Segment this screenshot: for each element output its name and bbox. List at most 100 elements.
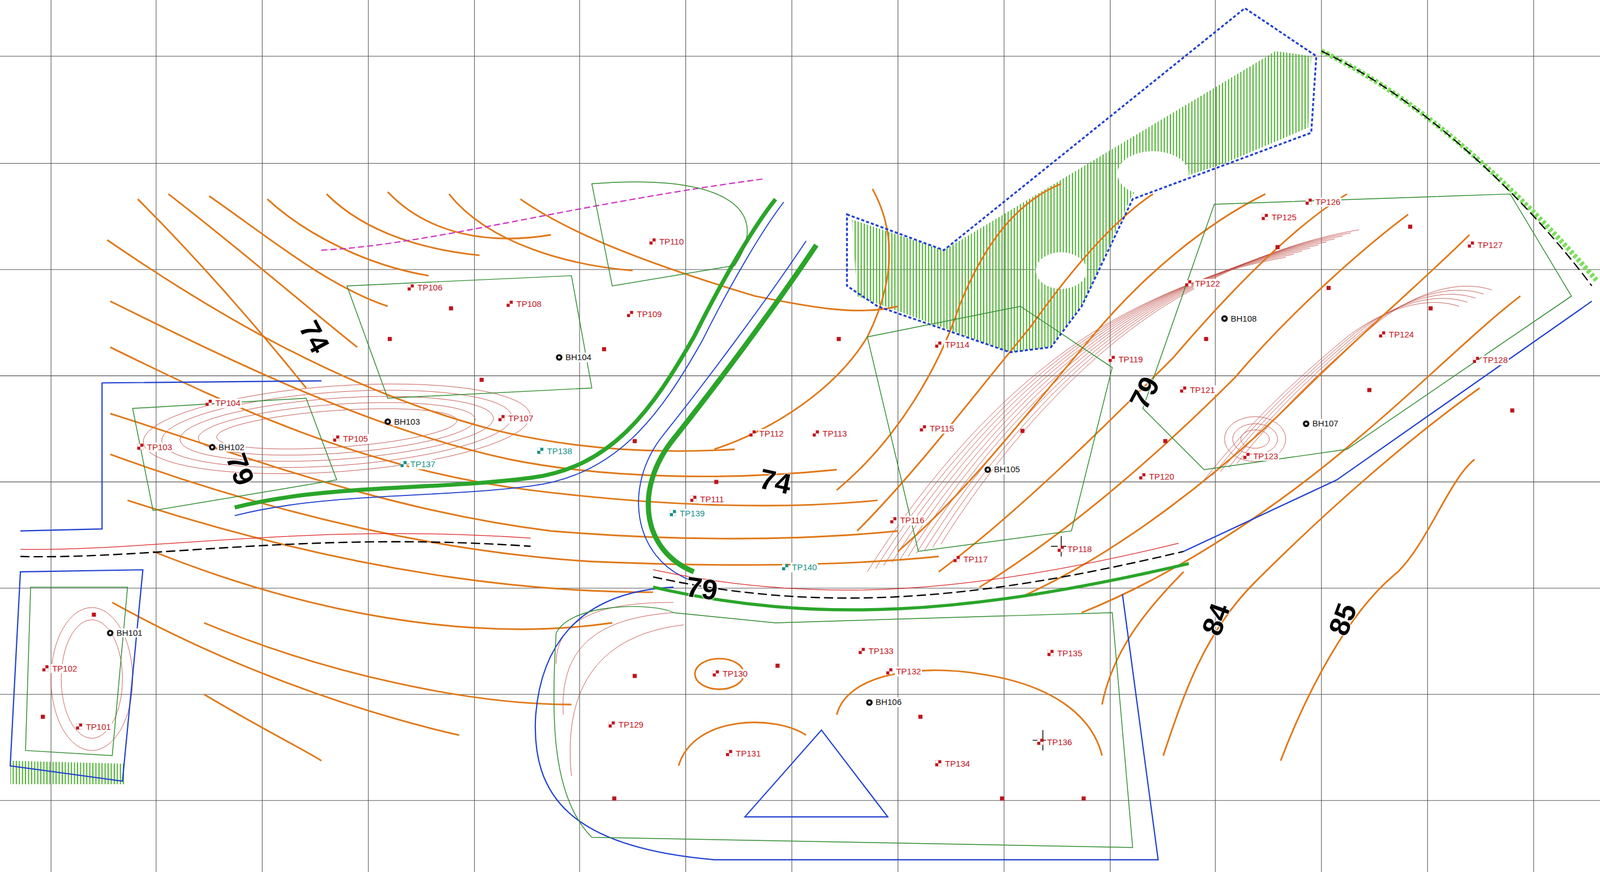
trial-pit-symbol	[1139, 473, 1143, 476]
trial-pit-label: TP119	[1117, 354, 1144, 364]
trial-pit-symbol	[506, 300, 513, 307]
trial-pit-symbol	[728, 752, 732, 756]
trial-pit-symbol	[953, 555, 957, 559]
survey-point	[714, 479, 719, 484]
trial-pit-label: TP126	[1314, 197, 1342, 208]
plan-linework	[0, 693, 1600, 695]
trial-pit-symbol	[749, 430, 756, 437]
trial-pit-label: TP127	[1476, 239, 1504, 250]
plan-linework	[535, 586, 1159, 860]
trial-pit-label: TP102	[50, 663, 79, 674]
plan-linework	[0, 56, 1600, 57]
trial-pit-symbol	[1261, 213, 1268, 221]
plan-linework	[267, 199, 429, 276]
trial-pit-symbol	[890, 516, 897, 523]
plan-linework	[20, 541, 531, 557]
trial-pit-label: TP109	[635, 309, 663, 320]
plan-linework	[924, 236, 1343, 551]
trial-pit-symbol	[858, 647, 865, 654]
trial-pit-symbol	[1379, 331, 1386, 338]
trial-pit-label: TP113	[821, 429, 848, 439]
plan-linework	[20, 380, 322, 531]
borehole-label: BH103	[392, 416, 422, 427]
trial-pit-symbol	[934, 760, 938, 763]
trial-pit-symbol	[1180, 386, 1187, 393]
trial-pit-symbol	[1037, 738, 1044, 745]
plan-linework	[1220, 294, 1476, 472]
borehole-symbol	[555, 353, 563, 361]
plan-linework	[0, 799, 1600, 801]
borehole-symbol	[1305, 422, 1308, 425]
trial-pit-symbol	[726, 749, 733, 757]
plan-linework	[0, 375, 1600, 376]
trial-pit-symbol	[1305, 198, 1312, 205]
trial-pit-symbol	[934, 760, 942, 767]
trial-pit-symbol	[934, 341, 942, 348]
plan-linework	[1533, 0, 1534, 872]
plan-linework	[867, 256, 1286, 572]
trial-pit-symbol	[919, 425, 926, 432]
trial-pit-symbol	[1111, 358, 1115, 362]
trial-pit-symbol	[1382, 334, 1385, 338]
borehole-symbol	[106, 629, 114, 637]
borehole-label: BH104	[564, 352, 593, 363]
borehole-symbol	[1302, 420, 1310, 428]
trial-pit-symbol	[1057, 545, 1061, 549]
trial-pit-symbol	[1057, 545, 1065, 552]
trial-pit-symbol	[1468, 241, 1471, 244]
trial-pit-symbol	[886, 667, 893, 675]
borehole-symbol	[384, 418, 392, 426]
trial-pit-symbol	[919, 425, 926, 432]
borehole-symbol	[1221, 315, 1229, 323]
borehole-symbol	[865, 698, 873, 706]
trial-pit-symbol	[923, 427, 926, 431]
trial-pit-symbol	[1040, 741, 1044, 745]
trial-pit-label: TP136	[1045, 736, 1074, 747]
plan-linework	[1004, 0, 1005, 872]
borehole-symbol	[208, 443, 216, 451]
plan-linework	[25, 586, 128, 756]
trial-pit-symbol	[79, 726, 83, 729]
trial-pit-symbol	[670, 509, 673, 513]
trial-pit-symbol	[934, 760, 942, 767]
trial-pit-label: TP123	[1251, 451, 1280, 462]
trial-pit-symbol	[498, 414, 502, 418]
trial-pit-symbol	[782, 563, 789, 570]
plan-linework	[836, 183, 1062, 491]
plan-linework	[891, 247, 1311, 563]
plan-linework	[556, 602, 684, 776]
contour-value: 79	[683, 571, 722, 607]
trial-pit-symbol	[608, 721, 615, 728]
borehole-symbol	[865, 698, 873, 706]
plan-linework	[10, 569, 143, 781]
survey-point	[1163, 438, 1168, 443]
plan-linework	[579, 0, 581, 872]
trial-pit-symbol	[858, 647, 862, 651]
trial-pit-symbol	[953, 555, 960, 563]
borehole-symbol	[386, 420, 389, 423]
trial-pit-label: TP130	[721, 668, 749, 679]
trial-pit-symbol	[893, 520, 896, 523]
borehole-symbol	[208, 443, 216, 451]
plan-linework	[61, 619, 123, 739]
survey-point	[775, 663, 780, 668]
trial-pit-symbol	[890, 516, 897, 523]
trial-pit-symbol	[782, 563, 786, 567]
survey-point	[40, 714, 45, 719]
plan-linework	[714, 189, 890, 450]
plan-linework	[50, 0, 52, 872]
trial-pit-label: TP131	[734, 748, 762, 758]
trial-pit-symbol	[1305, 198, 1312, 205]
trial-pit-symbol	[690, 495, 694, 499]
plan-linework	[678, 722, 806, 766]
plan-linework	[744, 729, 888, 817]
trial-pit-symbol	[1108, 355, 1112, 359]
plan-linework	[204, 622, 572, 705]
trial-pit-symbol	[627, 310, 630, 314]
plan-linework	[0, 162, 1600, 164]
trial-pit-symbol	[498, 414, 505, 422]
trial-pit-symbol	[627, 310, 634, 317]
trial-pit-symbol	[652, 241, 656, 244]
